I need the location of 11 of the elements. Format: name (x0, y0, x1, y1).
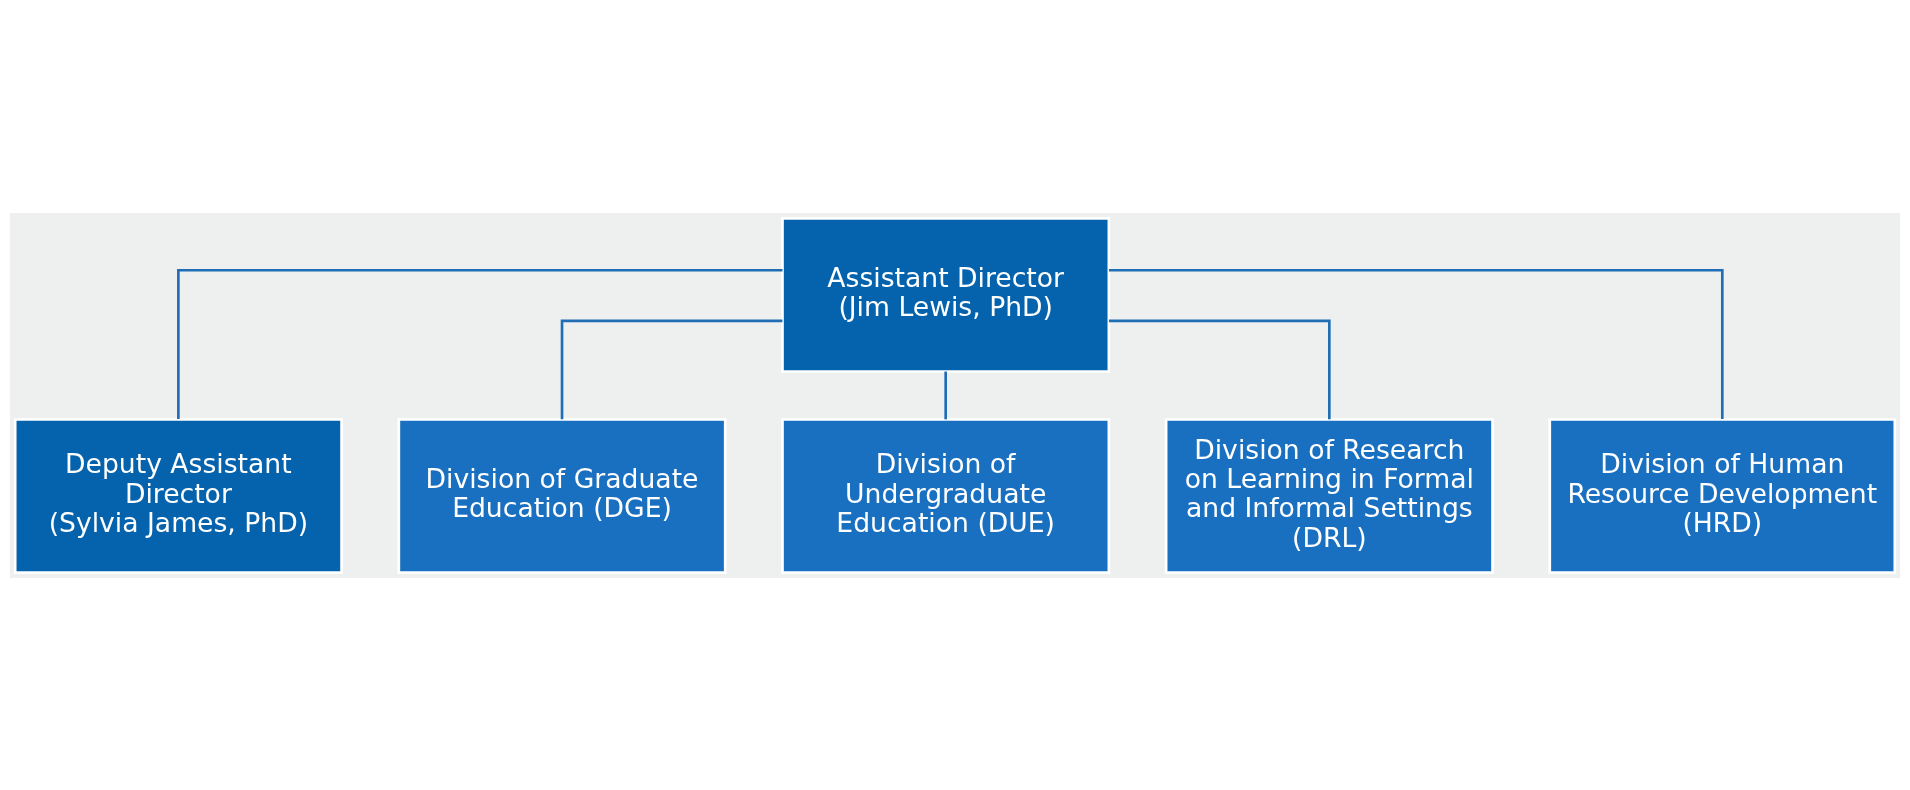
connector (560, 319, 783, 419)
connector (944, 371, 947, 419)
node-box: Division of Graduate Education (DGE) (397, 417, 727, 574)
connector (1108, 319, 1331, 419)
node-box: Deputy Assistant Director (Sylvia James, PhD) (13, 417, 343, 574)
connector (1108, 268, 1724, 419)
node-box: Division of Undergraduate Education (DUE) (781, 417, 1111, 574)
node-box: Division of Research on Learning in Formal and Informal Settings (DRL) (1164, 417, 1494, 574)
connector (177, 268, 783, 419)
node-box: Assistant Director (Jim Lewis, PhD) (781, 216, 1111, 373)
node-box: Division of Human Resource Development (HRD) (1548, 417, 1897, 574)
